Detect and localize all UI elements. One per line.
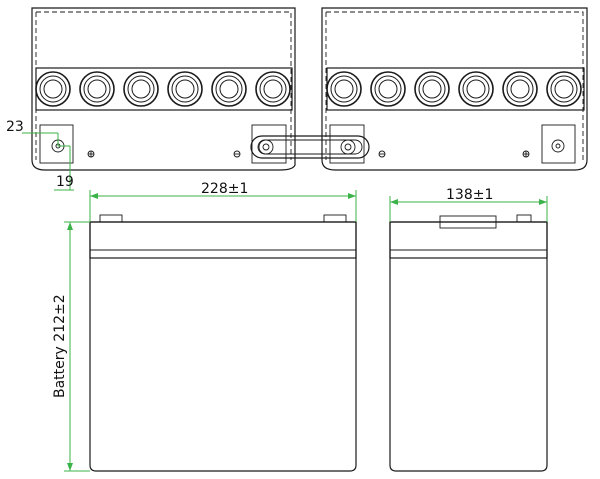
top-right-vent-cap-1 bbox=[330, 75, 358, 103]
side-lid bbox=[389, 221, 548, 259]
top-left-plus-icon bbox=[87, 150, 95, 158]
top-right-vent-cap-4 bbox=[466, 79, 486, 99]
top-right-case-outline bbox=[321, 7, 588, 171]
dimension-terminal-offset-x: 23 bbox=[6, 119, 24, 135]
top-left-vent-cap-2 bbox=[87, 79, 107, 99]
top-view-left-battery bbox=[31, 7, 296, 171]
top-right-vent-cap-4 bbox=[462, 75, 490, 103]
dimension-terminal-offset-y: 19 bbox=[56, 174, 74, 190]
top-view-right-battery bbox=[321, 7, 588, 171]
top-left-minus-icon bbox=[233, 150, 241, 158]
top-left-vent-cap-6 bbox=[263, 79, 283, 99]
top-right-vent-cap-5 bbox=[502, 71, 538, 107]
top-right-vent-cap-3 bbox=[422, 79, 442, 99]
bus-bar-bolt-right bbox=[340, 139, 356, 155]
top-right-vent-cap-6 bbox=[546, 71, 582, 107]
length-dimension bbox=[89, 190, 357, 222]
height-dimension bbox=[64, 221, 90, 472]
top-left-vent-cap-6 bbox=[259, 75, 287, 103]
top-right-vent-cap-5 bbox=[506, 75, 534, 103]
top-left-vent-cap-5 bbox=[211, 71, 247, 107]
top-left-vents bbox=[35, 71, 291, 107]
terminal-offset-dimensions bbox=[22, 132, 74, 191]
front-left-terminal bbox=[99, 214, 123, 223]
top-right-vent-cap-3 bbox=[414, 71, 450, 107]
side-case-outline bbox=[389, 221, 548, 472]
top-left-vent-cap-6 bbox=[255, 71, 291, 107]
top-left-vent-cap-3 bbox=[127, 75, 155, 103]
top-left-vent-cap-4 bbox=[175, 79, 195, 99]
front-right-terminal bbox=[323, 214, 347, 223]
side-view-battery bbox=[389, 214, 548, 472]
top-left-vent-strip bbox=[35, 67, 293, 111]
top-left-vent-cap-1 bbox=[35, 71, 71, 107]
width-dimension bbox=[389, 196, 548, 222]
top-right-vent-cap-1 bbox=[334, 79, 354, 99]
top-left-inner-dashed bbox=[36, 11, 292, 160]
top-right-plus-icon bbox=[522, 150, 530, 158]
front-case-outline bbox=[89, 221, 357, 472]
top-right-vent-cap-6 bbox=[550, 75, 578, 103]
front-view-battery bbox=[89, 214, 357, 472]
top-left-vent-cap-2 bbox=[83, 75, 111, 103]
side-terminal bbox=[516, 214, 532, 223]
top-left-vent-cap-5 bbox=[215, 75, 243, 103]
top-left-vent-cap-3 bbox=[131, 79, 151, 99]
top-left-vent-cap-4 bbox=[167, 71, 203, 107]
dimension-height: Battery 212±2 bbox=[52, 294, 68, 398]
top-right-vent-cap-3 bbox=[418, 75, 446, 103]
front-lid bbox=[89, 221, 357, 259]
top-right-vent-cap-5 bbox=[510, 79, 530, 99]
top-right-vent-cap-2 bbox=[378, 79, 398, 99]
dimension-length: 228±1 bbox=[201, 181, 248, 197]
top-left-vent-cap-2 bbox=[79, 71, 115, 107]
top-right-minus-icon bbox=[378, 150, 386, 158]
top-right-vent-strip bbox=[326, 67, 585, 111]
dimension-width: 138±1 bbox=[446, 187, 493, 203]
top-right-vent-cap-6 bbox=[554, 79, 574, 99]
top-right-vent-cap-2 bbox=[370, 71, 406, 107]
top-left-vent-cap-4 bbox=[171, 75, 199, 103]
top-left-vent-cap-3 bbox=[123, 71, 159, 107]
top-right-terminal-box-left bbox=[329, 124, 365, 164]
bus-bar-bolt-left bbox=[258, 139, 274, 155]
bus-bar-connector bbox=[250, 135, 370, 159]
top-right-terminal-bolt bbox=[551, 139, 565, 153]
top-right-vent-cap-2 bbox=[374, 75, 402, 103]
top-left-vent-cap-1 bbox=[39, 75, 67, 103]
top-right-terminal-box-right bbox=[541, 124, 576, 164]
side-handle bbox=[439, 215, 497, 229]
top-left-terminal-box-left bbox=[39, 124, 74, 164]
top-left-case-outline bbox=[31, 7, 296, 171]
top-right-vent-cap-1 bbox=[326, 71, 362, 107]
top-left-vent-cap-5 bbox=[219, 79, 239, 99]
top-right-vents bbox=[326, 71, 582, 107]
top-right-vent-cap-4 bbox=[458, 71, 494, 107]
top-left-vent-cap-1 bbox=[43, 79, 63, 99]
